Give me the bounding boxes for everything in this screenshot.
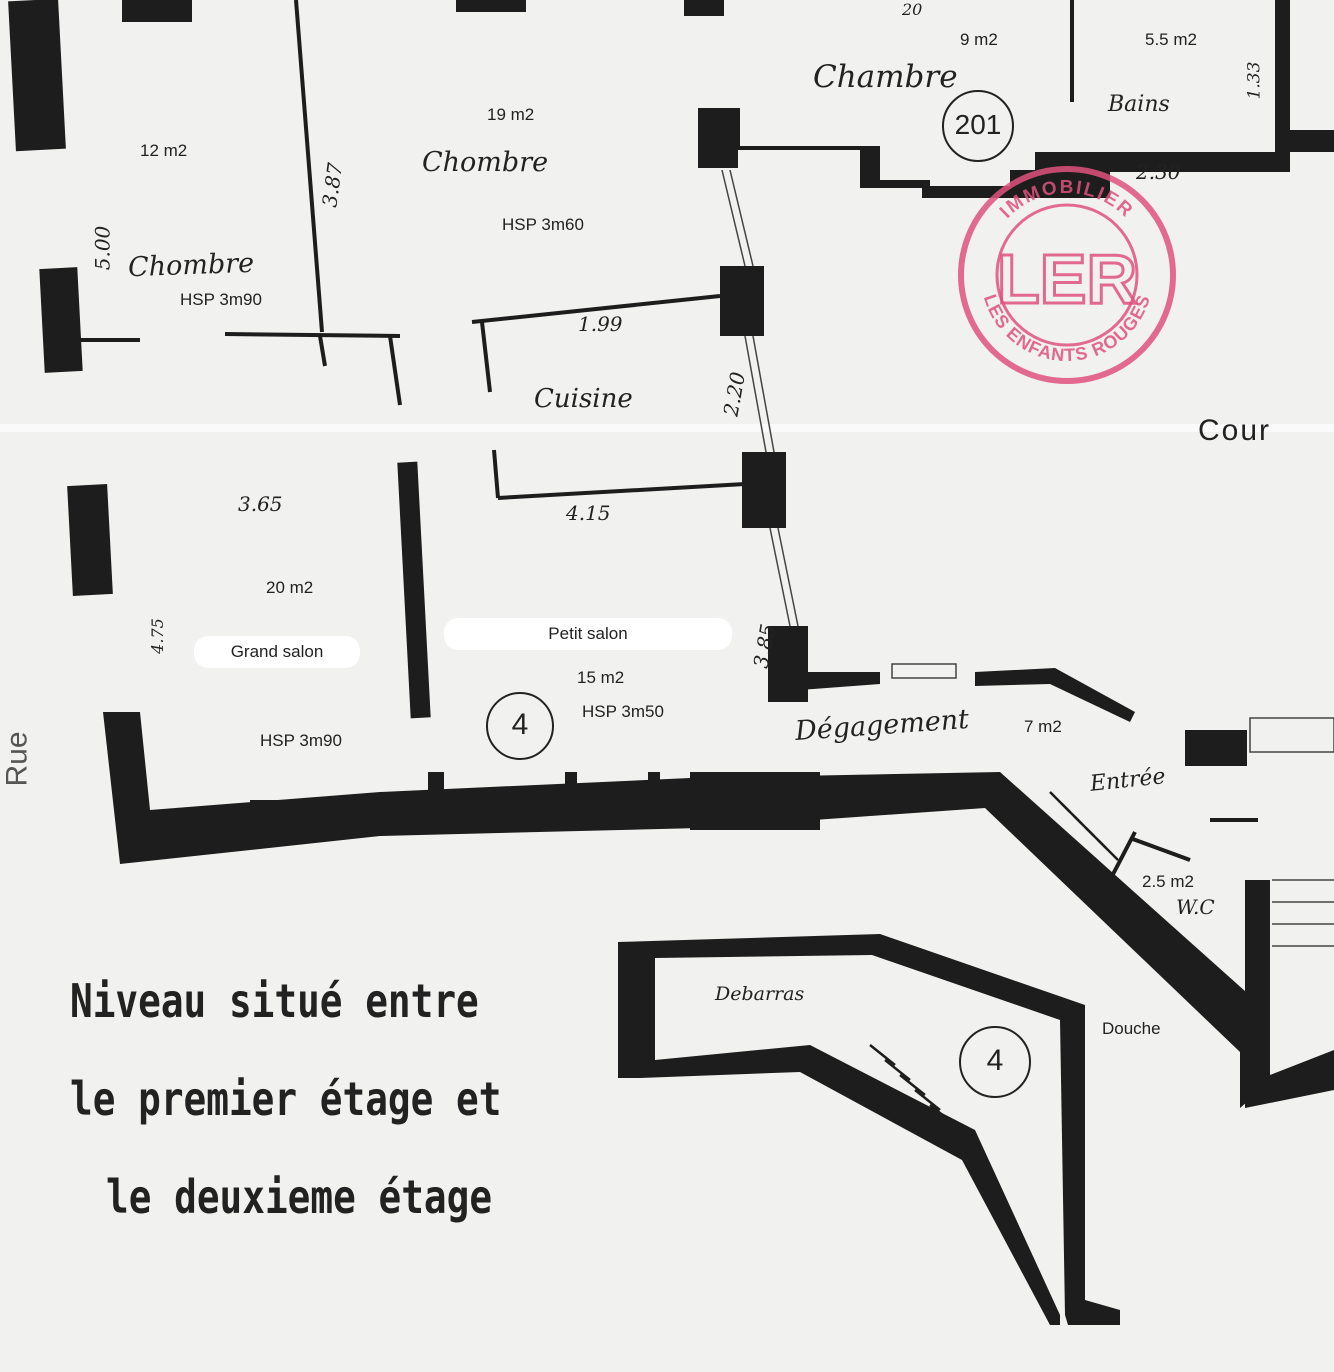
dim-1-33: 1.33 [1244,61,1265,100]
chambre-mid-height: HSP 3m60 [502,215,584,234]
debarras-name: Debarras [715,983,805,1005]
cuisine-name: Cuisine [534,384,633,414]
chambre-left-name: Chombre [127,247,255,284]
dim-2-30: 2.30 [1136,160,1181,184]
unit-number-201: 201 [942,90,1014,162]
grand-salon-height: HSP 3m90 [260,731,342,750]
chambre-top-area: 9 m2 [960,30,998,49]
rue-label: Rue [0,731,34,787]
wc-area: 2.5 m2 [1142,872,1194,891]
dim-3-87: 3.87 [317,161,348,209]
chambre-left-height: HSP 3m90 [180,290,262,309]
petit-salon-height: HSP 3m50 [582,702,664,721]
dim-4-15: 4.15 [566,501,611,525]
bains-area: 5.5 m2 [1145,30,1197,49]
chambre-mid-name: Chombre [422,147,549,178]
thin-walls [80,0,1258,881]
cour-label: Cour [1198,414,1272,447]
unit-number-debarras: 4 [959,1026,1031,1098]
stamp-monogram: LER [997,240,1137,318]
caption-line-3: le deuxieme étage [106,1170,493,1224]
grand-salon-area: 20 m2 [266,578,314,597]
petit-salon-area: 15 m2 [577,668,625,687]
caption-line-1: Niveau situé entre [70,974,479,1028]
bains-name: Bains [1108,92,1170,117]
chambre-mid-area: 19 m2 [487,105,535,124]
agency-stamp-logo: IMMOBILIER LES ENFANTS ROUGES LER [958,166,1176,384]
caption-line-2: le premier étage et [70,1072,502,1126]
petit-salon-name: Petit salon [444,618,732,650]
dim-20: 20 [902,0,923,19]
walls [8,0,1334,1325]
stair-hatching [869,791,1119,1126]
scan-seam [0,424,1334,432]
grand-salon-name: Grand salon [194,636,360,668]
dim-5-00: 5.00 [90,225,115,271]
chambre-left-area: 12 m2 [140,141,188,160]
chambre-top-name: Chambre [813,59,958,95]
wc-name: W.C [1176,895,1215,919]
dim-1-99: 1.99 [578,312,623,336]
douche-name: Douche [1102,1019,1161,1038]
degagement-area: 7 m2 [1024,717,1062,736]
window-frames [721,169,1334,947]
unit-number-main: 4 [486,692,554,760]
dim-3-65: 3.65 [238,492,283,516]
dim-4-75: 4.75 [147,618,167,654]
